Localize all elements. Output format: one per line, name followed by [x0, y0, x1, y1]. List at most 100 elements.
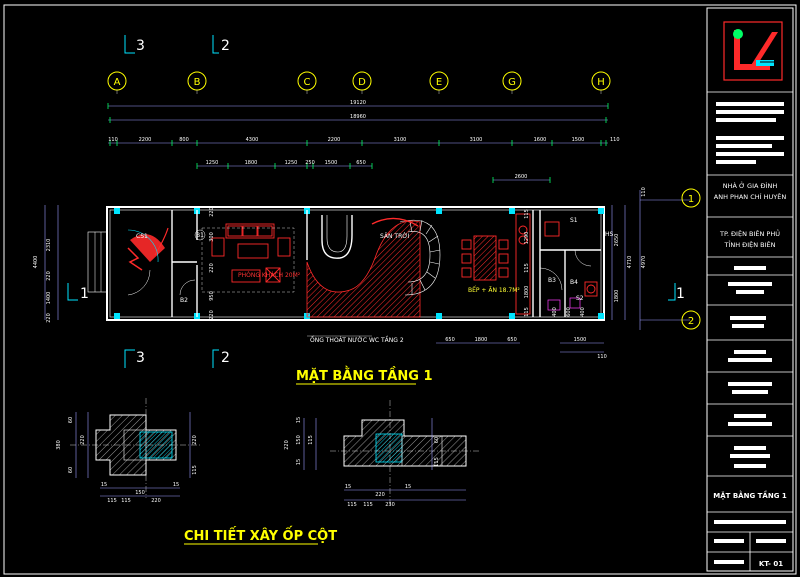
- section-marks: 3 2 3 2 1 1: [67, 35, 685, 368]
- floor-plan: CS1 B1 B2 B3 B4 S1 S2 HS PHÒNG KHÁCH 20M…: [87, 206, 614, 360]
- svg-text:220: 220: [209, 207, 215, 217]
- grid-bubble-g[interactable]: G: [502, 71, 522, 91]
- svg-text:15: 15: [173, 482, 179, 488]
- svg-text:115: 115: [524, 263, 530, 273]
- room-label-b1: B1: [196, 232, 204, 239]
- svg-text:15: 15: [296, 417, 302, 423]
- grid-bubble-d[interactable]: D: [352, 71, 372, 91]
- svg-text:220: 220: [151, 498, 161, 504]
- svg-text:2: 2: [688, 316, 694, 327]
- owner-name: ANH PHAN CHÍ HUYÊN: [714, 192, 787, 201]
- svg-text:150: 150: [296, 435, 302, 445]
- svg-text:300: 300: [209, 232, 215, 242]
- room-label-skylight: SÂN TRỜI: [380, 233, 410, 240]
- svg-text:1400: 1400: [46, 292, 52, 305]
- room-label-s1: S1: [570, 217, 578, 224]
- svg-text:110: 110: [597, 354, 607, 360]
- room-label-kitchen: BẾP + ĂN 18.7M²: [468, 286, 520, 294]
- section-mark-1-right[interactable]: 1: [668, 283, 685, 302]
- svg-text:19120: 19120: [350, 100, 366, 106]
- svg-text:115: 115: [363, 502, 373, 508]
- svg-text:220: 220: [80, 435, 86, 445]
- svg-text:230: 230: [385, 502, 395, 508]
- svg-text:1800: 1800: [245, 160, 258, 166]
- svg-text:110: 110: [108, 137, 118, 143]
- svg-text:C: C: [304, 77, 311, 88]
- grid-axis-numbers: 1 2: [681, 188, 701, 330]
- drain-note: ỐNG THOÁT NƯỚC WC TẦNG 2: [310, 336, 404, 344]
- svg-text:60: 60: [434, 437, 440, 443]
- svg-text:60: 60: [68, 467, 74, 473]
- svg-text:H: H: [597, 77, 605, 88]
- svg-text:1600: 1600: [534, 137, 547, 143]
- room-label-s2: S2: [576, 295, 584, 302]
- room-label-b2: B2: [180, 297, 188, 304]
- svg-text:15: 15: [345, 484, 351, 490]
- svg-text:18960: 18960: [350, 114, 366, 120]
- svg-text:2200: 2200: [139, 137, 152, 143]
- detail-title: CHI TIẾT XÂY ỐP CỘT: [184, 526, 337, 544]
- dimension-lines-top: [107, 103, 609, 183]
- section-mark-3-bottom[interactable]: 3: [124, 349, 145, 368]
- grid-bubble-2[interactable]: 2: [681, 310, 701, 330]
- svg-text:115: 115: [308, 435, 314, 445]
- svg-text:115: 115: [347, 502, 357, 508]
- grid-bubble-h[interactable]: H: [591, 71, 611, 91]
- grid-bubble-b[interactable]: B: [187, 71, 207, 91]
- grid-bubble-a[interactable]: A: [107, 71, 127, 91]
- section-mark-3-top[interactable]: 3: [124, 35, 145, 54]
- svg-text:115: 115: [524, 209, 530, 219]
- grid-bubble-e[interactable]: E: [429, 71, 449, 91]
- section-mark-2-bottom[interactable]: 2: [212, 349, 230, 368]
- grid-axis-letters: A B C D E G H: [107, 71, 611, 96]
- svg-text:2310: 2310: [46, 239, 52, 252]
- province-name: TỈNH ĐIỆN BIÊN: [723, 240, 775, 249]
- svg-text:3: 3: [136, 350, 145, 366]
- svg-text:3100: 3100: [470, 137, 483, 143]
- svg-text:1250: 1250: [206, 160, 219, 166]
- svg-text:4710: 4710: [627, 256, 633, 269]
- svg-text:1800: 1800: [614, 290, 620, 303]
- svg-text:115: 115: [107, 498, 117, 504]
- svg-text:G: G: [508, 77, 516, 88]
- svg-text:1500: 1500: [325, 160, 338, 166]
- svg-text:600: 600: [566, 307, 572, 317]
- svg-text:B: B: [194, 77, 201, 88]
- svg-text:4970: 4970: [641, 256, 647, 269]
- svg-text:15: 15: [296, 459, 302, 465]
- svg-text:2: 2: [221, 38, 230, 54]
- section-mark-2-top[interactable]: 2: [212, 35, 230, 54]
- svg-text:800: 800: [179, 137, 189, 143]
- svg-text:1500: 1500: [572, 137, 585, 143]
- drawing-frame: [3, 4, 797, 575]
- svg-text:150: 150: [135, 490, 145, 496]
- dimension-lines-sides: [44, 190, 690, 330]
- svg-text:3: 3: [136, 38, 145, 54]
- svg-text:D: D: [358, 77, 366, 88]
- svg-text:60: 60: [68, 417, 74, 423]
- svg-text:E: E: [436, 77, 442, 88]
- room-label-cs1: CS1: [136, 233, 148, 240]
- room-label-hs: HS: [605, 231, 614, 238]
- svg-text:220: 220: [46, 313, 52, 323]
- dimension-texts-top: 19120 18960 110 2200 800 4300 2200 3100 …: [108, 100, 619, 180]
- svg-text:220: 220: [46, 271, 52, 281]
- company-logo: [723, 21, 783, 81]
- svg-text:2200: 2200: [328, 137, 341, 143]
- svg-text:950: 950: [209, 291, 215, 301]
- svg-text:220: 220: [375, 492, 385, 498]
- sheet-number: KT- 01: [759, 560, 783, 568]
- svg-text:650: 650: [507, 337, 517, 343]
- svg-text:4400: 4400: [33, 256, 39, 269]
- section-mark-1-left[interactable]: 1: [67, 283, 89, 302]
- column-detail-right: 15 150 15 115 220 60 115 115 115 230 220…: [284, 400, 480, 508]
- column-detail-left: 60 220 60 220 380 115 115 115 220 150 15…: [56, 398, 200, 504]
- city-name: TP. ĐIỆN BIÊN PHỦ: [719, 228, 780, 238]
- grid-bubble-c[interactable]: C: [297, 71, 317, 91]
- svg-text:220: 220: [209, 263, 215, 273]
- svg-text:115: 115: [192, 465, 198, 475]
- svg-text:15: 15: [405, 484, 411, 490]
- svg-text:1800: 1800: [524, 286, 530, 299]
- svg-text:110: 110: [610, 137, 620, 143]
- grid-bubble-1[interactable]: 1: [681, 188, 701, 208]
